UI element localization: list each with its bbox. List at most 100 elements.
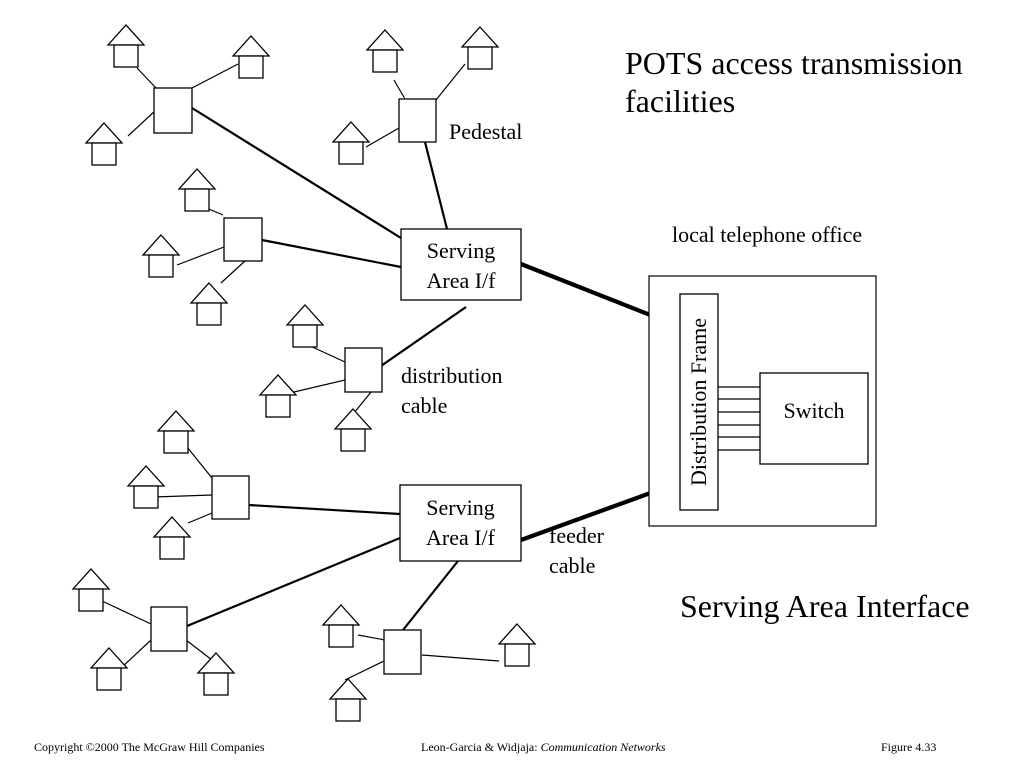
drop-wire (421, 654, 500, 662)
house-body (113, 44, 139, 68)
house-icon (126, 465, 166, 509)
switch-label: Switch (783, 398, 845, 423)
switch-box (759, 372, 869, 465)
footer-book-title: Communication Networks (540, 740, 666, 754)
house-icon (231, 35, 271, 79)
pedestal-label: Pedestal (449, 119, 523, 144)
house-roof (365, 29, 405, 51)
sai-top-line-1: Serving (426, 238, 496, 263)
house-body (340, 428, 366, 452)
house-roof (106, 24, 146, 46)
local-telephone-office-label: local telephone office (672, 222, 863, 247)
house-icon (333, 408, 373, 452)
house-body (78, 588, 104, 612)
house-body (133, 485, 159, 509)
drop-wire (353, 391, 372, 414)
house-roof (328, 678, 368, 700)
house-body (196, 302, 222, 326)
house-icon (331, 121, 371, 165)
house-body (504, 643, 530, 667)
pedestal-box (398, 98, 437, 143)
slide-title: POTS access transmission facilities (625, 44, 963, 120)
house-body (372, 49, 398, 73)
distribution-cable-line (248, 503, 401, 516)
feeder-cable-label-line-2: cable (549, 553, 596, 578)
drop-wire (393, 79, 406, 100)
house-roof (152, 516, 192, 538)
drop-wire (293, 379, 346, 393)
serving-area-interface-top-box (400, 228, 522, 301)
drop-wire (357, 634, 386, 641)
distribution-frame-box (679, 293, 719, 511)
house-body (328, 624, 354, 648)
distribution-cable-line (261, 238, 402, 269)
house-body (338, 141, 364, 165)
house-icon (460, 26, 500, 70)
pedestal-box (383, 629, 422, 675)
house-body (265, 394, 291, 418)
house-roof (333, 408, 373, 430)
slide-title-line-1: POTS access transmission (625, 45, 963, 81)
house-roof (189, 282, 229, 304)
house-body (184, 188, 210, 212)
footer-figure-number: Figure 4.33 (881, 740, 937, 754)
house-body (96, 667, 122, 691)
house-icon (285, 304, 325, 348)
house-icon (141, 234, 181, 278)
house-body (163, 430, 189, 454)
drop-wire (185, 639, 213, 661)
drop-wire (208, 208, 224, 216)
footer-citation: Leon-Garcia & Widjaja: Communication Net… (421, 740, 666, 755)
sai-bottom-line-2: Area I/f (425, 525, 495, 550)
house-roof (141, 234, 181, 256)
house-roof (285, 304, 325, 326)
distribution-cable-line (423, 141, 449, 230)
serving-area-interface-bottom-box (399, 484, 522, 562)
house-roof (126, 465, 166, 487)
house-roof (321, 604, 361, 626)
drop-wire (435, 63, 466, 101)
house-roof (71, 568, 111, 590)
house-roof (231, 35, 271, 57)
footer-authors: Leon-Garcia & Widjaja: (421, 740, 538, 754)
pedestal-box (344, 347, 383, 393)
drop-wire (120, 639, 152, 669)
house-roof (497, 623, 537, 645)
serving-area-interface-bottom-label: Serving Area I/f (400, 493, 521, 553)
drop-wire (344, 660, 385, 681)
distribution-cable-label-line-1: distribution (401, 363, 503, 388)
house-body (148, 254, 174, 278)
house-roof (196, 652, 236, 674)
drop-wire (176, 246, 225, 266)
house-body (467, 46, 493, 70)
feeder-cable-label: feeder cable (549, 521, 604, 581)
drop-wire (101, 600, 152, 625)
house-body (238, 55, 264, 79)
distribution-cable-line (380, 306, 467, 367)
house-icon (258, 374, 298, 418)
serving-area-interface-top-label: Serving Area I/f (401, 236, 521, 296)
house-icon (156, 410, 196, 454)
drop-wire (186, 446, 213, 479)
sai-bottom-line-1: Serving (426, 495, 495, 520)
drop-wire (365, 127, 400, 148)
drop-wire (220, 259, 247, 284)
drop-wire (191, 63, 239, 89)
distribution-frame-label: Distribution Frame (680, 294, 718, 510)
house-icon (89, 647, 129, 691)
drop-wire (307, 344, 346, 363)
house-body (292, 324, 318, 348)
house-body (335, 698, 361, 722)
house-icon (365, 29, 405, 73)
serving-area-interface-caption: Serving Area Interface (680, 588, 970, 624)
drop-wire (127, 109, 157, 137)
house-icon (189, 282, 229, 326)
house-roof (89, 647, 129, 669)
house-icon (196, 652, 236, 696)
footer-copyright: Copyright ©2000 The McGraw Hill Companie… (34, 740, 265, 754)
house-icon (106, 24, 146, 68)
house-roof (156, 410, 196, 432)
house-roof (331, 121, 371, 143)
